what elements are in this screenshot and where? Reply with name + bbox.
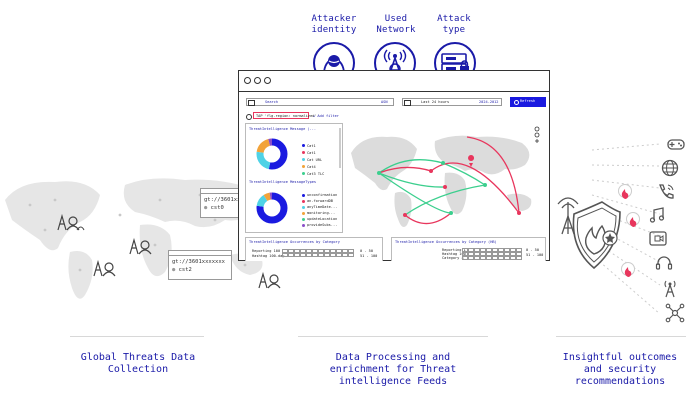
calendar-icon [404, 100, 411, 106]
refresh-button[interactable]: Refresh [510, 97, 546, 107]
hacker-cluster-icon [129, 237, 152, 255]
panel-scrollbar[interactable] [339, 128, 341, 168]
window-control-dot[interactable] [264, 77, 271, 84]
gamepad-icon [667, 139, 685, 150]
row-label: Category 4 [442, 256, 464, 260]
filter-icon [246, 114, 252, 120]
panel-title: ThreatIntelligence Occurrences by Catego… [249, 240, 340, 244]
donut2-title: ThreatIntelligence MessageTypes [249, 180, 317, 184]
legend-item: provideSubs... [302, 222, 337, 228]
legend-item: Cat1 [302, 149, 324, 156]
filter-chip-label: TAP 'flg.region: normalized' [256, 114, 317, 118]
fire-alert-icon [621, 262, 635, 277]
heatmap-grid [462, 248, 522, 260]
donut1-title: ThreatIntelligence Message (... [249, 127, 317, 131]
date-range-tag: 2024-2012 [479, 100, 499, 104]
search-placeholder: Search [265, 100, 278, 104]
phone-icon [659, 184, 674, 199]
filter-chip[interactable]: TAP 'flg.region: normalized' [253, 112, 317, 119]
refresh-icon [514, 100, 519, 105]
data-source-callout: gt://3601xx ● cst0 [200, 188, 244, 218]
scale-label: 51 - 100 [526, 253, 544, 257]
refresh-label: Refresh [520, 99, 536, 103]
search-input[interactable]: Search ASN [246, 98, 394, 106]
donut2-legend: unconfirmation an-forwardDB anyTimeDate.… [302, 192, 337, 228]
hacker-cluster-icon [93, 259, 116, 277]
fire-alert-icon [618, 184, 632, 199]
threat-intel-dashboard-window: Search ASN Last 24 hours 2024-2012 Refre… [238, 70, 550, 261]
date-range-picker[interactable]: Last 24 hours 2024-2012 [402, 98, 502, 106]
panel-title: ThreatIntelligence Occurrences by Catego… [395, 240, 497, 244]
occurrence-panel-left: ThreatIntelligence Occurrences by Catego… [245, 237, 383, 261]
data-source-callout: gt://3601xxxxxxx ● cst2 [168, 250, 232, 280]
row-label: Hashtag 100 [442, 252, 466, 256]
window-control-dot[interactable] [254, 77, 261, 84]
heatmap-grid [282, 249, 354, 257]
legend-item: Cat3 TLC [302, 170, 324, 177]
fire-alert-icon [626, 212, 640, 227]
used-network-label: Used Network [376, 14, 416, 35]
callout-address: gt://3601xxxxxxx [172, 259, 225, 265]
scale-label: 51 - 100 [360, 254, 378, 258]
callout-address: gt://3601xx [204, 197, 241, 203]
globe-icon [661, 159, 679, 177]
legend-item: updateLocation [302, 216, 337, 222]
legend-item: unconfirmation [302, 192, 337, 198]
row-label: Reporting 1 [442, 248, 466, 252]
legend-item: Cat1 [302, 142, 324, 149]
attack-map [351, 126, 540, 227]
section-divider [556, 336, 686, 337]
music-icon [649, 207, 665, 223]
attacker-identity-label: Attacker identity [311, 14, 357, 35]
attack-type-label: Attack type [437, 14, 471, 35]
caption-data-collection: Global Threats Data Collection [80, 352, 196, 375]
charts-panel: ThreatIntelligence Message (... Cat1 Cat… [245, 123, 343, 233]
callout-name: ● cst0 [204, 205, 224, 211]
section-divider [70, 336, 204, 337]
row-label: Hashtag 100-day [252, 254, 285, 258]
donut-chart-categories [256, 138, 288, 170]
legend-item: Cat URL [302, 156, 324, 163]
shield-fire-icon [557, 197, 621, 270]
video-camera-icon [649, 231, 667, 246]
donut1-legend: Cat1 Cat1 Cat URL Cat4 Cat3 TLC [302, 142, 324, 177]
date-range-label: Last 24 hours [421, 100, 450, 104]
cell-tower-icon [664, 280, 676, 298]
legend-item: Cat4 [302, 163, 324, 170]
section-divider [298, 336, 488, 337]
network-nodes-icon [665, 303, 685, 323]
donut-chart-message-types [256, 192, 288, 224]
search-tag: ASN [381, 100, 388, 104]
hacker-cluster-icon [57, 213, 85, 231]
window-control-dot[interactable] [244, 77, 251, 84]
row-label: Reporting 100 [252, 249, 281, 253]
hacker-cluster-icon [258, 271, 281, 289]
callout-name: ● cst2 [172, 267, 192, 273]
headset-icon [655, 256, 673, 270]
scale-label: 0 - 50 [526, 248, 539, 252]
caption-data-processing: Data Processing and enrichment for Threa… [329, 352, 457, 387]
caption-outcomes: Insightful outcomes and security recomme… [562, 352, 678, 387]
occurrence-panel-right: ThreatIntelligence Occurrences by Catego… [391, 237, 546, 261]
legend-item: anyTimeDate... [302, 204, 337, 210]
add-filter-link[interactable]: + Add filter [313, 114, 339, 118]
scale-label: 0 - 50 [360, 249, 373, 253]
calendar-icon [248, 100, 255, 106]
window-titlebar [239, 71, 549, 92]
legend-item: monitoring... [302, 210, 337, 216]
legend-item: an-forwardDB [302, 198, 337, 204]
